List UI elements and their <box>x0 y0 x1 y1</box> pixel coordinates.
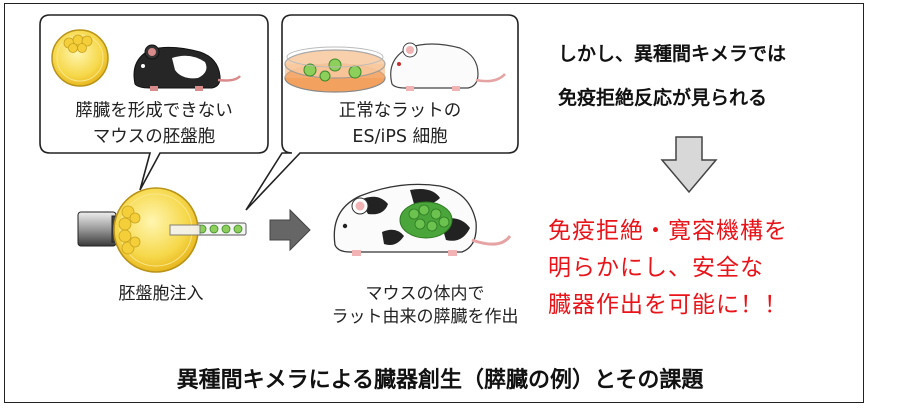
note-line2: 免疫拒絶反応が見られる <box>558 87 768 109</box>
goal-line3: 臓器作出を可能に！！ <box>548 292 788 318</box>
caption-result-line1: マウスの体内で <box>365 284 485 304</box>
bubble-left-line2: マウスの胚盤胞 <box>92 127 216 147</box>
goal-line2: 明らかにし、安全な <box>548 255 764 281</box>
arrow-down-icon <box>660 136 718 194</box>
caption-result: マウスの体内で ラット由来の膵臓を作出 <box>300 283 550 329</box>
goal-statement: 免疫拒絶・寛容機構を 明らかにし、安全な 臓器作出を可能に！！ <box>548 213 788 324</box>
bubble-right-line1: 正常なラットの <box>338 101 462 121</box>
immune-rejection-note: しかし、異種間キメラでは 免疫拒絶反応が見られる <box>558 32 786 120</box>
chimera-mouse-icon <box>333 183 512 256</box>
bubble-left-text: 膵臓を形成できない マウスの胚盤胞 <box>46 98 262 150</box>
bubble-left-line1: 膵臓を形成できない <box>75 101 233 121</box>
caption-result-line2: ラット由来の膵臓を作出 <box>331 307 519 327</box>
petri-dish-icon <box>284 46 386 93</box>
white-rat-icon <box>390 42 506 91</box>
blastocyst-icon <box>51 29 109 87</box>
caption-injection: 胚盤胞注入 <box>118 284 204 304</box>
blastocyst-large-icon <box>113 187 201 273</box>
goal-line1: 免疫拒絶・寛容機構を <box>548 218 788 244</box>
arrow-right-icon <box>269 208 311 252</box>
bubble-right-line2: ES/iPS 細胞 <box>352 127 448 147</box>
black-mouse-icon <box>133 44 241 91</box>
figure-title: 異種間キメラによる臓器創生（膵臓の例）とその課題 <box>176 368 704 393</box>
bubble-right-text: 正常なラットの ES/iPS 細胞 <box>286 98 514 150</box>
note-line1: しかし、異種間キメラでは <box>558 43 787 65</box>
